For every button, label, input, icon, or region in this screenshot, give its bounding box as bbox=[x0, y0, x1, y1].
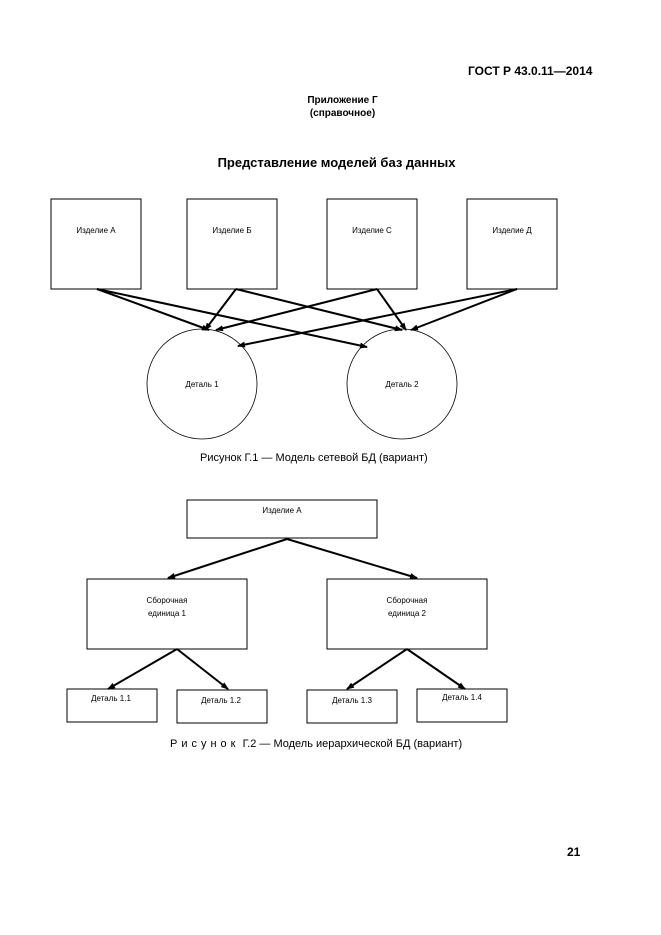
part-box-label: Деталь 1.2 bbox=[201, 696, 241, 705]
product-box: Изделие С bbox=[326, 198, 418, 290]
product-box: Изделие Б bbox=[186, 198, 278, 290]
hierarchy-arrow bbox=[406, 648, 466, 690]
standard-code: ГОСТ Р 43.0.11—2014 bbox=[468, 64, 593, 78]
hierarchy-arrow bbox=[107, 648, 178, 690]
figure2-caption-rest: Г.2 — Модель иерархической БД (вариант) bbox=[242, 738, 463, 750]
part-box: Деталь 1.2 bbox=[176, 689, 268, 724]
link-arrow bbox=[410, 288, 518, 331]
part-box: Деталь 1.1 bbox=[66, 688, 158, 723]
appendix-title: Приложение Г bbox=[307, 95, 378, 106]
root-box: Изделие А bbox=[186, 499, 378, 539]
assembly-label-line1: Сборочная bbox=[147, 596, 188, 605]
section-title: Представление моделей баз данных bbox=[217, 155, 456, 170]
product-label: Изделие А bbox=[76, 226, 116, 235]
product-box: Изделие А bbox=[50, 198, 142, 290]
link-arrow bbox=[237, 288, 518, 348]
part-label: Деталь 1 bbox=[185, 380, 219, 389]
product-label: Изделие Д bbox=[492, 226, 532, 235]
page-number: 21 bbox=[567, 845, 581, 859]
part-box-label: Деталь 1.1 bbox=[91, 694, 131, 703]
assembly-box: Сборочная единица 1 bbox=[86, 578, 248, 650]
assembly-label-line1: Сборочная bbox=[387, 596, 428, 605]
product-box: Изделие Д bbox=[466, 198, 558, 290]
link-arrow bbox=[96, 288, 210, 331]
part-label: Деталь 2 bbox=[385, 380, 419, 389]
part-box: Деталь 1.4 bbox=[416, 688, 508, 723]
appendix-type: (справочное) bbox=[309, 108, 376, 119]
product-label: Изделие С bbox=[352, 226, 392, 235]
hierarchy-arrow bbox=[346, 648, 408, 690]
part-box-label: Деталь 1.4 bbox=[442, 693, 482, 702]
assembly-box: Сборочная единица 2 bbox=[326, 578, 488, 650]
part-box: Деталь 1.3 bbox=[306, 689, 398, 724]
hierarchy-diagram: Изделие А Сборочная единица 1 Сборочная … bbox=[66, 499, 508, 724]
network-diagram: Изделие А Изделие Б Изделие С Изделие Д … bbox=[50, 198, 558, 440]
link-arrow bbox=[376, 288, 407, 331]
hierarchy-arrow bbox=[167, 538, 288, 579]
figure2-caption-prefix: Рисунок bbox=[170, 738, 240, 750]
hierarchy-arrow bbox=[176, 648, 229, 690]
product-label: Изделие Б bbox=[212, 226, 251, 235]
assembly-label-line2: единица 2 bbox=[388, 609, 427, 618]
link-arrow bbox=[204, 288, 237, 331]
figure2-caption: Рисунок Г.2 — Модель иерархической БД (в… bbox=[170, 738, 462, 750]
assembly-label-line2: единица 1 bbox=[148, 609, 187, 618]
link-arrow bbox=[96, 288, 368, 349]
link-arrow bbox=[235, 288, 403, 332]
part-box-label: Деталь 1.3 bbox=[332, 696, 372, 705]
link-arrow bbox=[215, 288, 378, 332]
figure1-caption: Рисунок Г.1 — Модель сетевой БД (вариант… bbox=[200, 452, 428, 464]
root-label: Изделие А bbox=[262, 506, 302, 515]
hierarchy-arrow bbox=[286, 538, 418, 579]
